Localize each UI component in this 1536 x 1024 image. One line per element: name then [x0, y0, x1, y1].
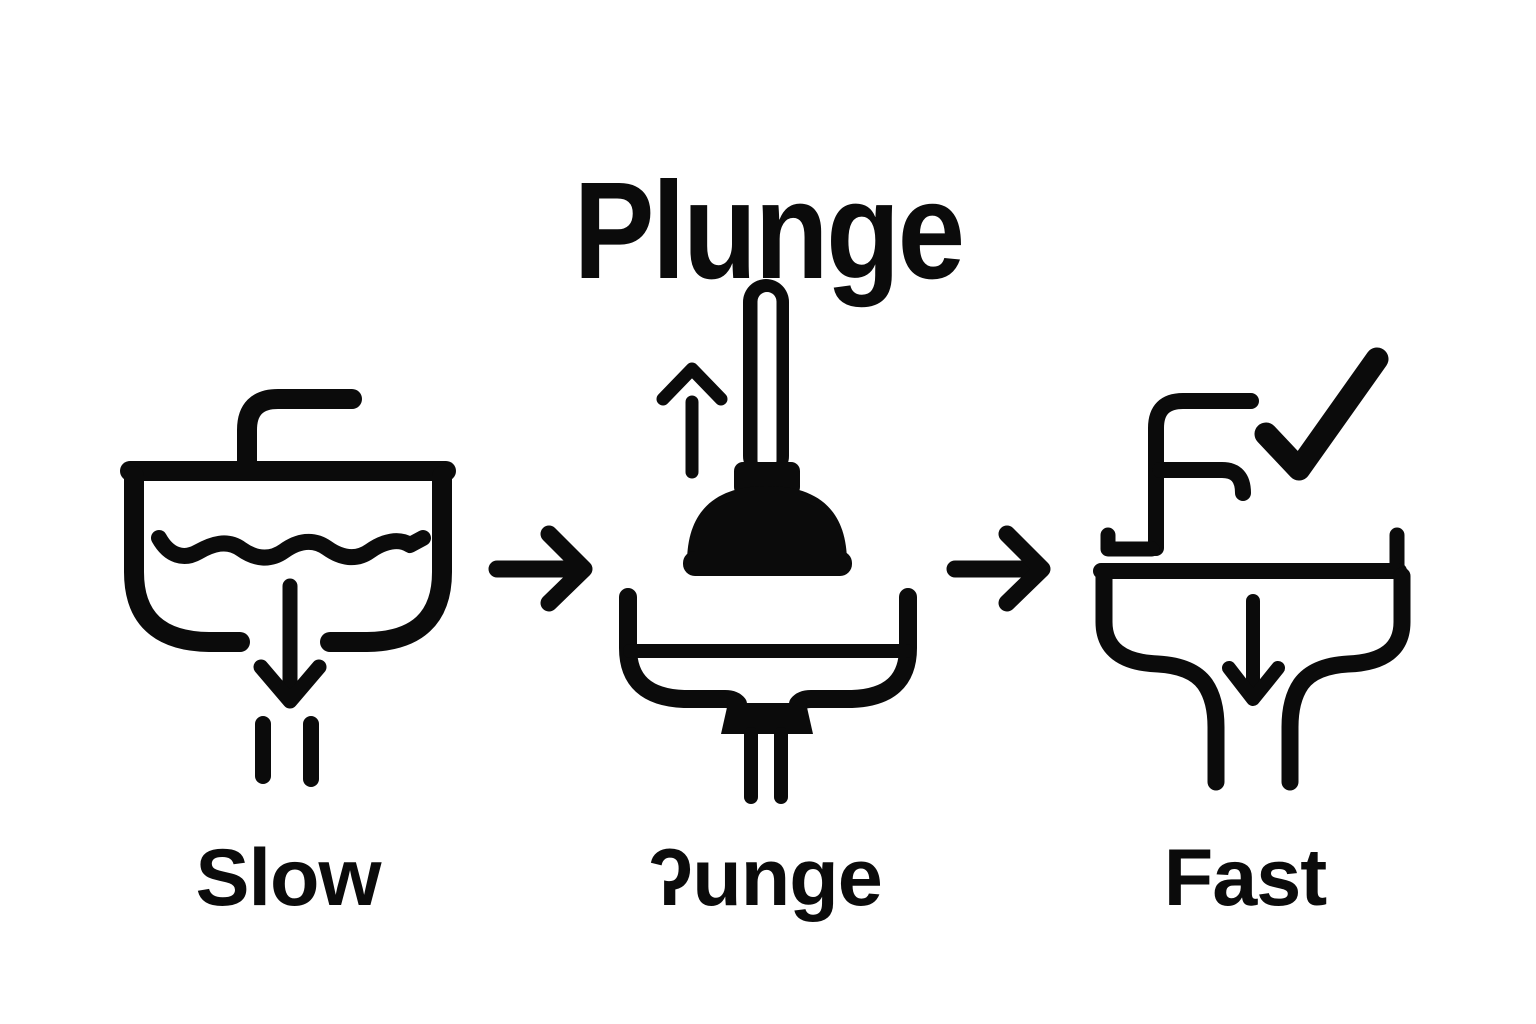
step-fast-icon — [1080, 340, 1425, 800]
sink-basin — [1093, 527, 1411, 791]
clogged-sink-slow-drain-icon — [120, 389, 456, 787]
drain-fitting — [721, 703, 813, 734]
right-arrow-icon — [946, 525, 1051, 612]
faucet-icon — [1148, 393, 1259, 556]
up-arrow-icon — [656, 362, 728, 479]
sink-cross-section — [619, 588, 917, 734]
plunger-cup-lip — [683, 551, 852, 576]
down-arrow-icon — [1222, 594, 1285, 706]
step-slow-icon — [100, 360, 500, 800]
faucet-icon — [237, 389, 362, 480]
drip-marks — [255, 716, 319, 787]
step-label-slow: Slow — [195, 833, 381, 923]
connector-1 — [480, 520, 600, 620]
sink-basin — [120, 461, 456, 652]
checkmark-icon — [1254, 347, 1389, 481]
step-label-fast: Fast — [1163, 833, 1328, 923]
right-arrow-icon — [488, 525, 593, 612]
wavy-water-line — [151, 530, 431, 566]
drain-pipes — [744, 727, 788, 804]
connector-2 — [938, 520, 1058, 620]
clear-sink-fast-drain-icon — [1093, 347, 1411, 791]
plunger-over-drain-icon — [619, 279, 917, 804]
down-arrow-icon — [253, 578, 327, 709]
step-plunge-icon — [610, 268, 940, 813]
plunger-icon — [683, 279, 852, 576]
poster-title: Plunge — [573, 154, 966, 309]
step-label-plunge: ʔunge — [648, 833, 883, 923]
plunger-handle-highlight — [757, 292, 777, 470]
plunger-cup — [687, 486, 847, 563]
